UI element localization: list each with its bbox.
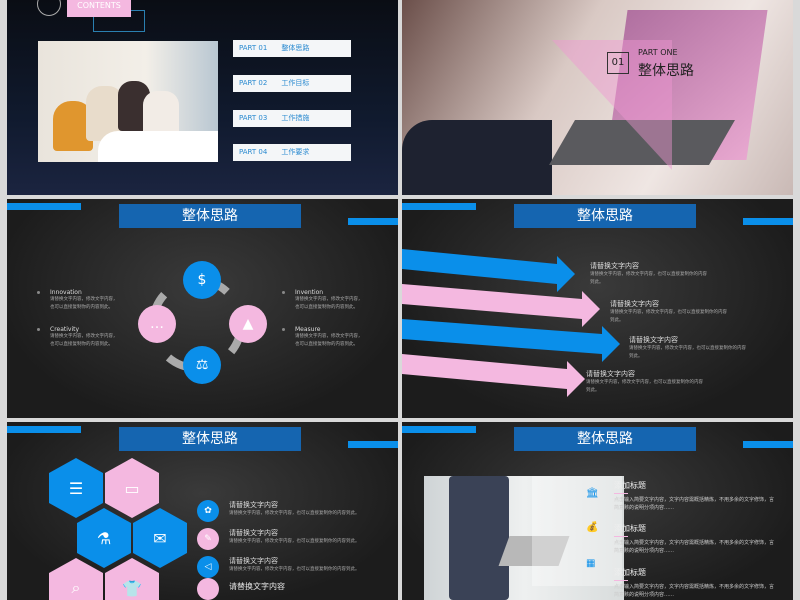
chat-icon: …	[138, 305, 176, 343]
text-item: 请替换文字内容请替换文字内容，修改文字内容，也可以直接复制你的内容到此。	[590, 262, 707, 285]
text-item: 请替换文字内容	[229, 582, 285, 591]
text-item: 添加标题点击输入简要文字内容，文字内容需概括精炼，不用多余的文字修饰，言简意赅的…	[614, 481, 775, 511]
accent-bar	[7, 426, 81, 433]
flask-icon: ⚗	[77, 508, 131, 568]
text-item: 请替换文字内容请替换文字内容，修改文字内容，也可以直接复制你的内容到此。	[229, 529, 360, 544]
inbox-icon: ✉	[133, 508, 187, 568]
slide-header: 整体思路	[514, 204, 696, 228]
gift-icon: ✿	[197, 500, 219, 522]
slide-header: 整体思路	[119, 427, 301, 451]
money-hand-icon: $	[183, 261, 221, 299]
slide-header: 整体思路	[119, 204, 301, 228]
arrow-pink	[402, 284, 600, 327]
photo-overlay	[532, 476, 622, 586]
accent-bar	[348, 441, 398, 448]
cone-icon: ▲	[229, 305, 267, 343]
sleeve-photo	[402, 120, 552, 195]
accent-bar	[7, 203, 81, 210]
part-number: 01	[607, 52, 629, 74]
accent-bar	[743, 441, 793, 448]
laptop-icon: ▭	[105, 458, 159, 518]
bank-icon: 🏛	[586, 488, 599, 499]
slide-photo-list[interactable]: 整体思路 🏛 💰 ▦ 添加标题点击输入简要文字内容，文字内容需概括精炼，不用多余…	[402, 422, 793, 600]
slide-header: 整体思路	[514, 427, 696, 451]
contents-label: CONTENTS	[67, 0, 131, 17]
text-item: 请替换文字内容请替换文字内容，修改文字内容，也可以直接复制你的内容到此。	[629, 336, 746, 359]
accent-bar	[743, 218, 793, 225]
text-item: 添加标题点击输入简要文字内容，文字内容需概括精炼，不用多余的文字修饰，言简意赅的…	[614, 568, 775, 598]
text-item: 添加标题点击输入简要文字内容，文字内容需概括精炼，不用多余的文字修饰，言简意赅的…	[614, 524, 775, 554]
pencil-icon: ✎	[197, 528, 219, 550]
speaker-icon: ◁	[197, 556, 219, 578]
money-bag-icon: 💰	[586, 522, 599, 533]
arrow-blue	[402, 249, 575, 292]
slide-hexagons[interactable]: 整体思路 ☰ ▭ ⚗ ✉ ⌕ 👕 ✿ ✎ ◁ 请替换文字内容请替换文字内容，修改…	[7, 422, 398, 600]
businessman-photo	[424, 476, 624, 600]
text-item: 请替换文字内容请替换文字内容，修改文字内容，也可以直接复制你的内容到此。	[229, 501, 360, 516]
arrow-pink	[402, 354, 585, 397]
text-item: 请替换文字内容请替换文字内容，修改文字内容，也可以直接复制你的内容到此。	[586, 370, 703, 393]
slide-arrows[interactable]: 整体思路 请替换文字内容请替换文字内容，修改文字内容，也可以直接复制你的内容到此…	[402, 199, 793, 418]
accent-bar	[348, 218, 398, 225]
accent-bar	[402, 203, 476, 210]
slide-part-one[interactable]: 01 PART ONE 整体思路	[402, 0, 793, 195]
part-label: PART ONE	[638, 48, 678, 57]
arrow-graphics	[402, 249, 620, 397]
search-icon: ⌕	[49, 558, 103, 600]
list-icon: ☰	[49, 458, 103, 518]
shirt-icon: 👕	[105, 558, 159, 600]
text-item: 请替换文字内容请替换文字内容，修改文字内容，也可以直接复制你的内容到此。	[229, 557, 360, 572]
accent-bar	[402, 426, 476, 433]
item-icon	[197, 578, 219, 600]
scale-icon: ⚖	[183, 346, 221, 384]
part-title: 整体思路	[638, 63, 694, 79]
decor-circle	[37, 0, 61, 16]
chart-icon: ▦	[586, 558, 596, 569]
text-item: 请替换文字内容请替换文字内容，修改文字内容，也可以直接复制你的内容到此。	[610, 300, 727, 323]
arrow-blue	[402, 319, 620, 362]
team-photo	[38, 41, 218, 162]
